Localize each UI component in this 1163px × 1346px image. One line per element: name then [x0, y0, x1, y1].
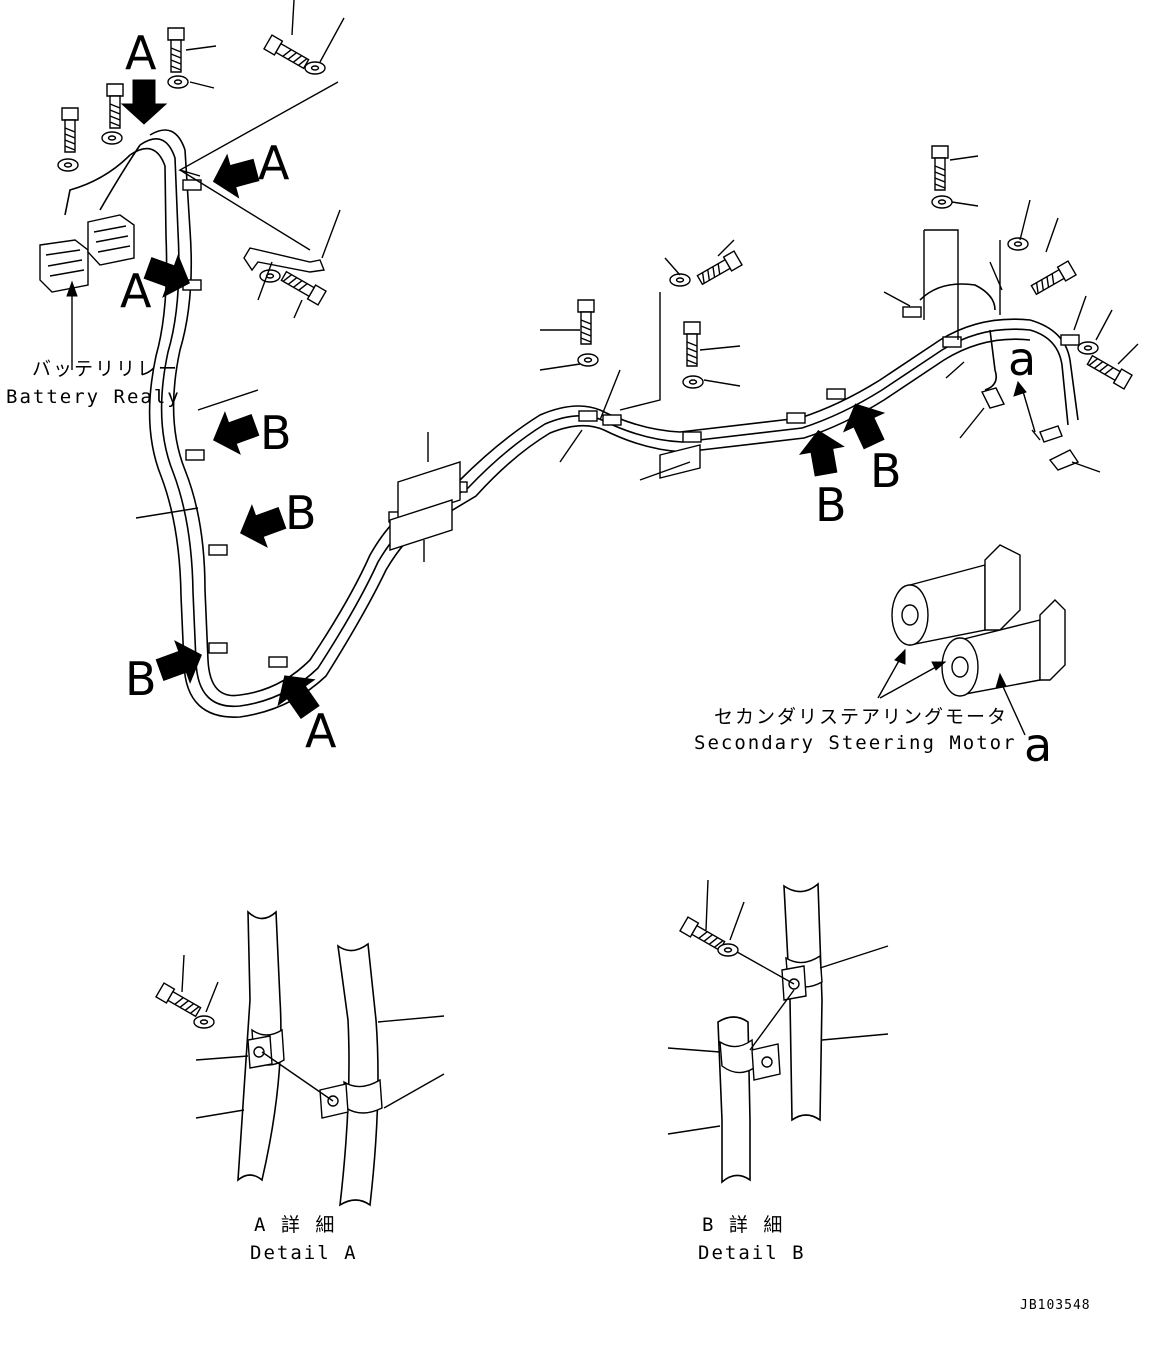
callout-a-top: A [125, 26, 157, 80]
drawing-code: JB103548 [1020, 1298, 1091, 1313]
bolt-icon [167, 27, 1133, 471]
callout-a-right: A [258, 136, 290, 190]
detail-a-label-jp: A 詳 細 [254, 1214, 337, 1236]
detail-b-label-en: Detail B [698, 1242, 806, 1264]
leader-lines [135, 0, 1139, 562]
detail-a-drawing [155, 910, 445, 1207]
callout-a-left: A [120, 264, 152, 318]
secondary-motor-label-en: Secondary Steering Motor [694, 732, 1017, 754]
secondary-motor-label-jp: セカンダリステアリングモータ [714, 706, 1009, 728]
steering-motor-icon [877, 544, 1066, 736]
detail-b-label-jp: B 詳 細 [702, 1214, 785, 1236]
callout-b-1: B [260, 406, 292, 460]
callout-a-bottom: A [305, 704, 337, 758]
connection-a-top: a [1008, 332, 1037, 386]
callout-b-3: B [125, 652, 157, 706]
callout-b-2: B [285, 486, 317, 540]
arrow-icon [121, 79, 895, 726]
battery-relay-icon [39, 83, 135, 370]
callout-b-4: B [815, 478, 847, 532]
battery-relay-label-en: Battery Realy [6, 386, 181, 408]
detail-a-label-en: Detail A [250, 1242, 358, 1264]
battery-relay-label-jp: バッテリリレー [32, 358, 180, 380]
main-harness [64, 129, 1080, 718]
callout-b-5: B [870, 444, 902, 498]
detail-b-drawing [667, 879, 889, 1184]
connection-a-motor: a [1024, 718, 1053, 772]
